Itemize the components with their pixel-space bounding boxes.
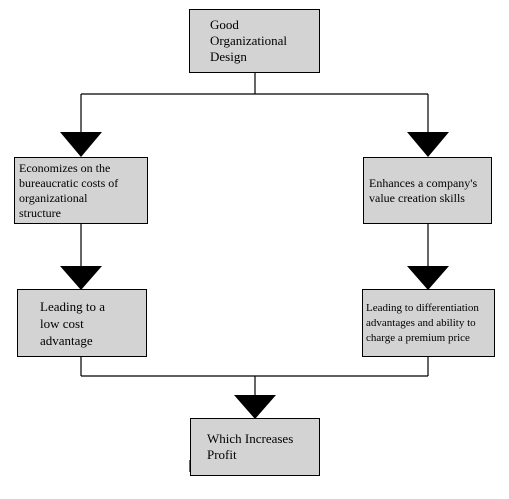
node-bottom-label: Which Increases Profit — [207, 431, 294, 462]
arrow-left-2 — [60, 266, 102, 290]
node-enhances-value-creation: Enhances a company's value creation skil… — [363, 157, 492, 224]
node-low-cost-advantage: Leading to a low cost advantage — [17, 289, 147, 357]
node-right-2-label: Leading to differentiation advantages an… — [366, 301, 479, 344]
node-good-organizational-design: Good Organizational Design — [189, 9, 320, 73]
node-economizes-bureaucratic-costs: Economizes on the bureaucratic costs of … — [14, 157, 148, 224]
arrow-right-1 — [407, 132, 449, 157]
node-right-1-label: Enhances a company's value creation skil… — [369, 175, 478, 205]
node-left-1-label: Economizes on the bureaucratic costs of … — [19, 161, 119, 220]
arrow-left-1 — [60, 132, 102, 157]
node-differentiation-advantages: Leading to differentiation advantages an… — [362, 289, 495, 357]
node-left-2-label: Leading to a low cost advantage — [40, 298, 105, 348]
arrow-right-2 — [407, 266, 449, 290]
node-increases-profit: Which Increases Profit — [190, 418, 320, 476]
node-top-label: Good Organizational Design — [210, 17, 288, 64]
arrow-bottom — [234, 395, 276, 419]
